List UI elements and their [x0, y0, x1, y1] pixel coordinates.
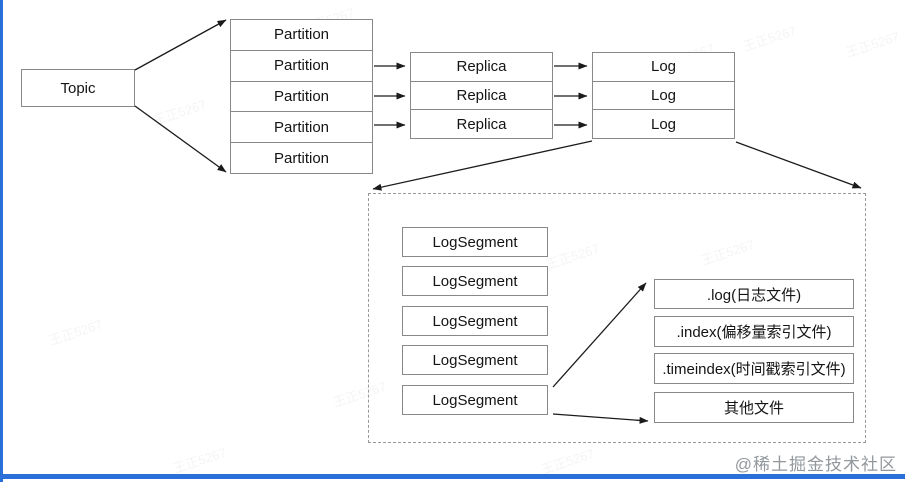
- user-watermark: 王正5267: [151, 96, 209, 129]
- partition-node: Partition: [273, 149, 330, 167]
- log-stack: Log Log Log: [592, 52, 735, 139]
- logsegment-node: LogSegment: [402, 385, 548, 415]
- logfile-node-other: 其他文件: [654, 392, 854, 423]
- log-node: Log: [650, 115, 677, 133]
- log-node: Log: [593, 53, 734, 82]
- logsegment-node: LogSegment: [402, 266, 548, 296]
- user-watermark: 王正5267: [741, 22, 799, 55]
- log-detail-dashed-container: [368, 193, 866, 443]
- partition-node: Partition: [231, 20, 372, 51]
- bottom-accent-border: [0, 474, 905, 479]
- logfile-node-timeindex: .timeindex(时间戳索引文件): [654, 353, 854, 384]
- user-watermark: 王正5267: [171, 444, 229, 477]
- partition-node: Partition: [231, 82, 372, 113]
- replica-node: Replica: [411, 53, 552, 82]
- replica-node: Replica: [411, 82, 552, 111]
- user-watermark: 王正5267: [47, 316, 105, 349]
- topic-node: Topic: [21, 69, 135, 107]
- logsegment-node: LogSegment: [402, 227, 548, 257]
- partition-node: Partition: [231, 112, 372, 144]
- site-watermark: @稀土掘金技术社区: [734, 455, 897, 474]
- log-node: Log: [593, 82, 734, 111]
- left-accent-border: [0, 0, 3, 482]
- partition-node: Partition: [231, 51, 372, 82]
- logsegment-node: LogSegment: [402, 345, 548, 375]
- replica-stack: Replica Replica Replica: [410, 52, 553, 139]
- replica-node: Replica: [456, 115, 507, 133]
- logfile-node-log: .log(日志文件): [654, 279, 854, 309]
- logfile-node-index: .index(偏移量索引文件): [654, 316, 854, 347]
- user-watermark: 王正5267: [539, 445, 597, 478]
- partition-stack: Partition Partition Partition Partition …: [230, 19, 373, 174]
- logsegment-node: LogSegment: [402, 306, 548, 336]
- user-watermark: 王正5267: [844, 28, 902, 61]
